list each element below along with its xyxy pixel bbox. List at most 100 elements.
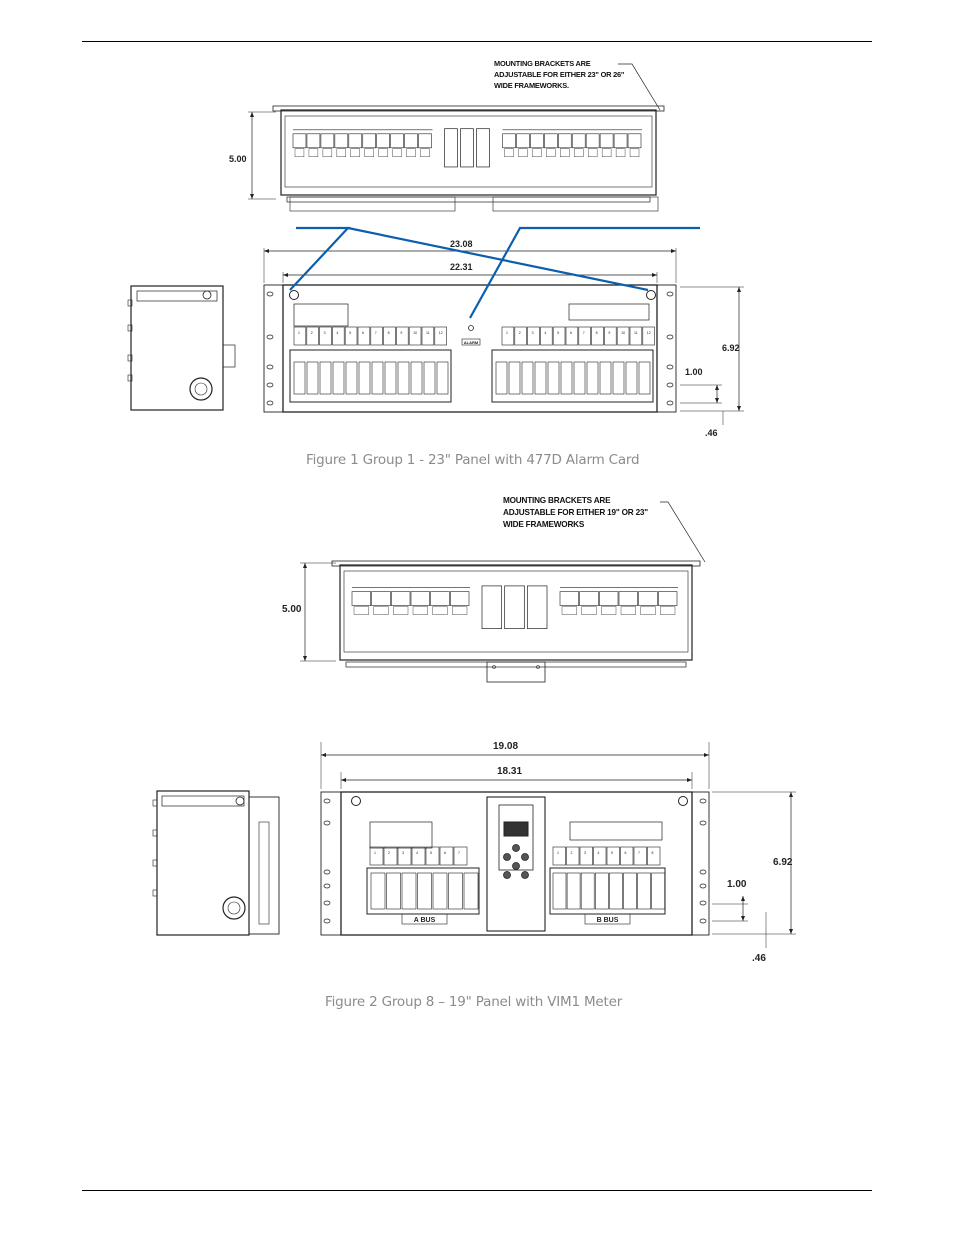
fig2-front-right-breaker-number: 7 bbox=[638, 851, 640, 855]
fig2-width-inner-arrow-arrow-left bbox=[341, 778, 346, 782]
fig1-top-breaker-base bbox=[504, 148, 514, 158]
fig1-front-left-breaker-handle bbox=[357, 326, 371, 346]
fig1-top-breaker bbox=[571, 133, 586, 149]
fig2-height-front-arrow-arrow-top bbox=[789, 792, 793, 797]
fig1-top-breaker bbox=[334, 133, 349, 149]
fig2-side-tab bbox=[152, 889, 158, 897]
fig2-front-right-breaker-number: 5 bbox=[611, 851, 613, 855]
fig2-top-breaker bbox=[579, 591, 599, 606]
fig2-front-breaker bbox=[386, 872, 401, 910]
fig1-front-ear-slot bbox=[666, 364, 674, 370]
fig1-front-left-breaker-number: 5 bbox=[349, 331, 351, 335]
fig1-front-right-breaker-number: 2 bbox=[519, 331, 521, 335]
fig2-front-breaker bbox=[623, 872, 637, 910]
fig2-front-ear-slot bbox=[699, 883, 707, 889]
fig1-front-ear-slot bbox=[266, 334, 274, 340]
fig2-top-breaker-base bbox=[581, 606, 597, 615]
fig2-top-inner bbox=[343, 570, 689, 653]
fig2-top-breaker bbox=[351, 591, 371, 606]
fig1-front-left-breaker-handle bbox=[383, 326, 396, 346]
fig1-front-ear-slot bbox=[266, 364, 274, 370]
figure1-mounting-note: MOUNTING BRACKETS ARE ADJUSTABLE FOR EIT… bbox=[494, 58, 624, 91]
fig2-top-bottom-flange bbox=[345, 661, 687, 668]
fig1-top-breaker bbox=[418, 133, 432, 149]
fig1-side-tab bbox=[127, 374, 133, 382]
fig2-front-right-breaker-handle bbox=[633, 846, 647, 866]
fig1-top-breaker-base bbox=[560, 148, 570, 158]
fig1-front-label-right bbox=[568, 303, 650, 321]
fig1-side-knockout-inner bbox=[194, 382, 208, 396]
fig2-bus-b-label: B BUS bbox=[597, 917, 619, 924]
fig1-side-tab bbox=[127, 324, 133, 332]
fig1-front-breaker bbox=[332, 361, 345, 395]
fig2-front-left-breaker-handle bbox=[411, 846, 426, 866]
fig2-top-breaker-base bbox=[640, 606, 656, 615]
fig1-front-breaker bbox=[319, 361, 332, 395]
fig2-front-right-breaker-handle bbox=[606, 846, 620, 866]
fig2-front-left-breaker-handle bbox=[439, 846, 454, 866]
fig1-top-breaker-base bbox=[546, 148, 556, 158]
figure2-height-front-dimension: 6.92 bbox=[773, 857, 793, 868]
fig2-side-screw bbox=[235, 796, 245, 806]
fig1-top-rail bbox=[272, 105, 665, 112]
fig2-front-ear-slot bbox=[699, 900, 707, 906]
fig2-front-ear-slot bbox=[699, 820, 707, 826]
figure1-height-top-dimension: 5.00 bbox=[229, 154, 247, 164]
fig1-front-right-breaker-handle bbox=[629, 326, 643, 346]
fig1-top-inner bbox=[284, 115, 653, 188]
fig1-top-breaker-base bbox=[308, 148, 319, 158]
fig1-top-breaker bbox=[348, 133, 363, 149]
fig2-front-left-breaker-handle bbox=[397, 846, 412, 866]
fig1-front-right-breaker-number: 12 bbox=[647, 331, 651, 335]
fig1-front-right-breaker-handle bbox=[565, 326, 579, 346]
fig1-front-breaker bbox=[495, 361, 508, 395]
fig2-side-knockout-inner bbox=[227, 901, 241, 915]
fig1-front-breaker bbox=[625, 361, 638, 395]
fig1-front-screw-right bbox=[646, 290, 656, 300]
fig1-top-breaker-base bbox=[336, 148, 347, 158]
fig2-front-screw-right bbox=[678, 796, 688, 806]
figure1-caption: Figure 1 Group 1 - 23" Panel with 477D A… bbox=[306, 452, 640, 468]
fig1-front-ear-slot bbox=[666, 334, 674, 340]
fig2-top-breaker-base bbox=[393, 606, 409, 615]
fig1-top-breaker bbox=[390, 133, 404, 149]
fig2-top-breaker bbox=[371, 591, 391, 606]
fig1-front-left-breaker-handle bbox=[332, 326, 345, 346]
fig1-top-connector bbox=[444, 128, 458, 168]
fig2-top-breaker bbox=[618, 591, 638, 606]
fig2-height-top-arrow-arrow-top bbox=[303, 563, 307, 568]
footer-rule bbox=[82, 1190, 872, 1191]
fig1-front-breaker bbox=[306, 361, 319, 395]
fig1-top-breaker bbox=[544, 133, 558, 149]
fig1-top-breaker bbox=[516, 133, 530, 149]
fig1-front-screw-left bbox=[289, 290, 299, 300]
fig1-slot-spacing-arrow-arrow-bottom bbox=[715, 398, 719, 403]
fig1-front-right-breaker-handle bbox=[552, 326, 566, 346]
fig1-front-panel bbox=[282, 284, 658, 413]
fig1-front-left-breaker-number: 6 bbox=[362, 331, 364, 335]
figure2-caption: Figure 2 Group 8 – 19" Panel with VIM1 M… bbox=[325, 994, 623, 1010]
fig1-front-breaker bbox=[410, 361, 423, 395]
fig1-front-left-breaker-number: 4 bbox=[336, 331, 338, 335]
fig2-front-ear-slot bbox=[323, 869, 331, 875]
fig1-front-right-breaker-handle bbox=[578, 326, 591, 346]
fig1-front-breaker bbox=[436, 361, 449, 395]
fig2-front-right-breaker-number: 4 bbox=[598, 851, 600, 855]
figure2-note-line-1: MOUNTING BRACKETS ARE bbox=[503, 496, 611, 505]
fig1-front-breaker bbox=[599, 361, 612, 395]
fig2-top-connector bbox=[504, 585, 525, 630]
fig1-top-breaker-base bbox=[322, 148, 333, 158]
figure2-mounting-note: MOUNTING BRACKETS ARE ADJUSTABLE FOR EIT… bbox=[503, 495, 648, 531]
fig2-height-top-arrow-arrow-bottom bbox=[303, 656, 307, 661]
fig1-front-right-breaker-number: 8 bbox=[596, 331, 598, 335]
fig1-width-overall-arrow-arrow-right bbox=[671, 249, 676, 253]
fig2-top-breaker-base bbox=[432, 606, 448, 615]
fig2-front-breaker bbox=[609, 872, 623, 910]
fig1-slot-spacing-arrow-arrow-top bbox=[715, 385, 719, 390]
fig1-front-right-breaker-handle bbox=[616, 326, 630, 346]
fig1-front-right-breaker-number: 6 bbox=[570, 331, 572, 335]
fig1-front-left-breaker-number: 9 bbox=[400, 331, 402, 335]
fig2-front-ear-slot bbox=[323, 900, 331, 906]
fig1-front-left-breaker-number: 12 bbox=[439, 331, 443, 335]
fig1-front-left-breaker-number: 11 bbox=[426, 331, 430, 335]
